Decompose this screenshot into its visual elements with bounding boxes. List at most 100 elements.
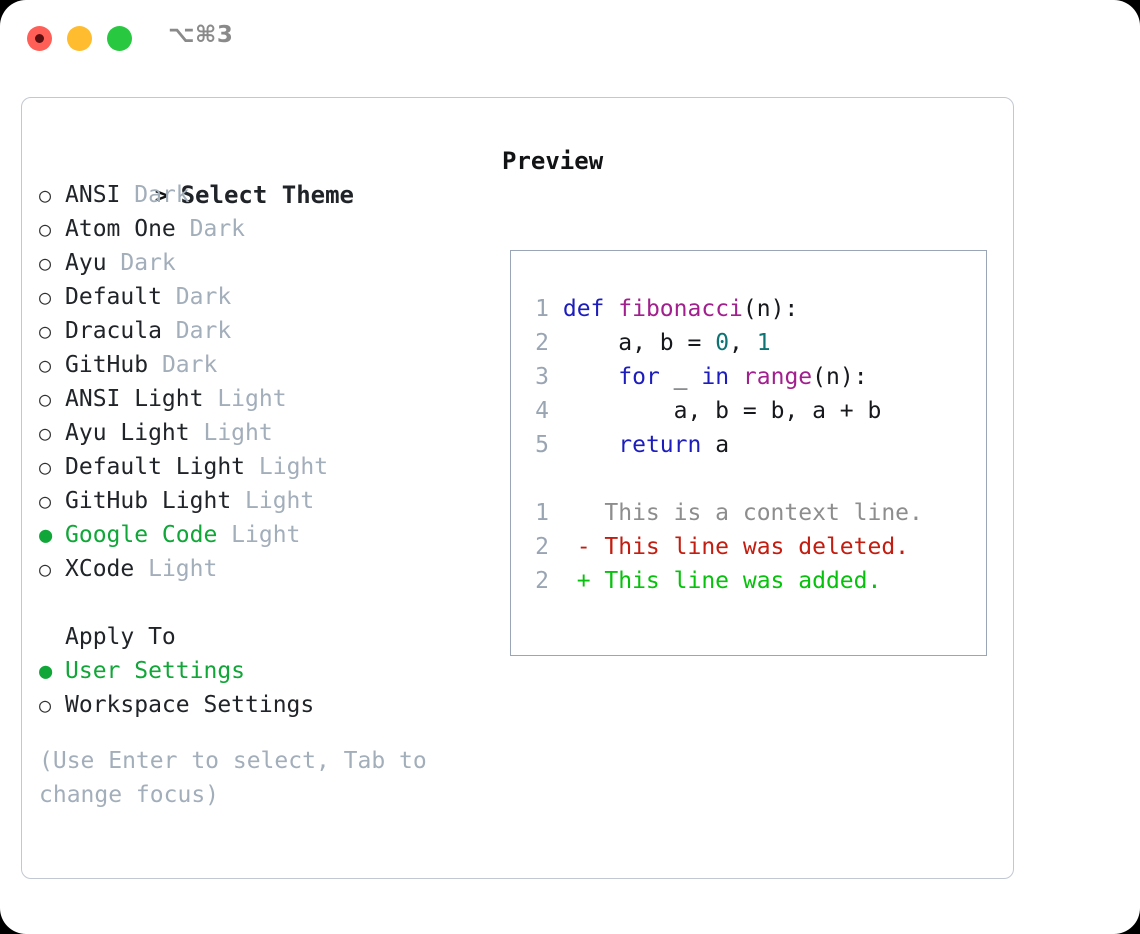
apply-to-list: ● User Settings ○Workspace Settings (39, 654, 494, 722)
code-line: 5 return a (525, 428, 986, 462)
code-token-plain (563, 432, 618, 458)
theme-variant-label: Dark (175, 284, 232, 310)
preview-column: Preview 1 def fibonacci(n):2 a, b = 0, 1… (502, 144, 992, 656)
code-token-plain: (n): (742, 296, 799, 322)
maximize-button[interactable] (107, 26, 132, 51)
theme-variant-label: Light (245, 488, 315, 514)
diff-marker (549, 500, 591, 526)
code-token-fn: fibonacci (618, 296, 743, 322)
radio-selected-icon: ● (39, 523, 53, 548)
code-token-kw: def (562, 296, 605, 322)
theme-name-label: Ayu (65, 250, 121, 276)
theme-list-item[interactable]: ○ANSI Light Light (39, 382, 494, 416)
theme-variant-label: Dark (175, 318, 232, 344)
code-token-kw: return (618, 432, 702, 458)
theme-list-item[interactable]: ○ANSI Dark (39, 178, 494, 212)
apply-to-label: Workspace Settings (65, 692, 315, 718)
theme-list-item[interactable]: ○GitHub Dark (39, 348, 494, 382)
minimize-button[interactable] (67, 26, 92, 51)
theme-list-item[interactable]: ○GitHub Light Light (39, 484, 494, 518)
theme-name-label: Ayu Light (65, 420, 204, 446)
code-token-plain: (n): (812, 364, 868, 390)
theme-variant-label: Light (231, 522, 301, 548)
theme-list-item[interactable]: ● Google Code Light (39, 518, 494, 552)
select-theme-heading: >Select Theme (39, 144, 494, 209)
code-diff-spacer (525, 462, 986, 496)
theme-list-item[interactable]: ○Ayu Light Light (39, 416, 494, 450)
theme-variant-label: Dark (134, 182, 190, 208)
theme-variant-label: Light (148, 556, 218, 582)
line-number: 5 (535, 432, 549, 458)
theme-list-item[interactable]: ○Dracula Dark (39, 314, 494, 348)
code-line: 4 a, b = b, a + b (525, 394, 986, 428)
theme-list-item[interactable]: ○ Atom One Dark (39, 212, 494, 246)
gutter-space (549, 364, 563, 390)
theme-list-item[interactable]: ○ Default Dark (39, 280, 494, 314)
diff-line: 2 + This line was added. (525, 564, 986, 598)
theme-variant-label: Dark (161, 352, 218, 378)
gutter-space (549, 398, 563, 424)
radio-unselected-icon: ○ (39, 319, 52, 343)
line-number: 2 (535, 534, 549, 560)
code-token-kw: for (618, 364, 660, 390)
theme-list: ○ANSI Dark○Atom One Dark○Ayu Dark○Defaul… (39, 178, 494, 586)
diff-sample: 1 This is a context line. 2 - This line w… (525, 496, 986, 598)
code-token-plain: a, b = (562, 330, 716, 356)
theme-name-label: GitHub Light (65, 488, 246, 514)
theme-list-item[interactable]: ○ XCode Light (39, 552, 494, 586)
code-token-plain (563, 364, 618, 390)
code-token-plain: a (701, 432, 730, 458)
line-number: 1 (535, 500, 549, 526)
list-spacer (39, 586, 494, 620)
diff-text: This is a context line. (590, 500, 923, 526)
diff-text: This line was added. (590, 568, 882, 594)
code-line: 2 a, b = 0, 1 (525, 326, 986, 360)
apply-to-heading: Apply To (65, 624, 176, 650)
radio-unselected-icon: ○ (39, 251, 52, 275)
theme-name-label: ANSI (65, 182, 135, 208)
select-theme-heading-label: Select Theme (180, 181, 354, 209)
code-token-kw: in (701, 364, 730, 390)
radio-unselected-icon: ○ (39, 217, 52, 241)
theme-name-label: XCode (65, 556, 149, 582)
diff-line: 2 - This line was deleted. (525, 530, 986, 564)
code-token-plain (604, 296, 618, 322)
theme-list-item[interactable]: ○ Ayu Dark (39, 246, 494, 280)
diff-marker: - (549, 534, 591, 560)
code-line: 3 for _ in range(n): (525, 360, 986, 394)
apply-to-label: User Settings (65, 658, 246, 684)
theme-name-label: Default Light (65, 454, 259, 480)
gutter-space (549, 432, 563, 458)
theme-list-item[interactable]: ○Default Light Light (39, 450, 494, 484)
theme-picker-panel: >Select Theme ○ANSI Dark○Atom One Dark○A… (21, 97, 1014, 879)
close-button[interactable] (27, 26, 52, 51)
apply-to-item[interactable]: ○Workspace Settings (39, 688, 494, 722)
theme-name-label: Default (65, 284, 176, 310)
radio-unselected-icon: ○ (39, 285, 52, 309)
code-token-plain: , (729, 330, 757, 356)
apply-to-item[interactable]: ● User Settings (39, 654, 494, 688)
code-token-num: 0 (715, 330, 730, 356)
theme-variant-label: Dark (189, 216, 246, 242)
line-number: 2 (535, 568, 549, 594)
theme-name-label: GitHub (65, 352, 162, 378)
theme-variant-label: Dark (120, 250, 176, 276)
preview-heading: Preview (502, 147, 604, 175)
gutter-space (549, 296, 563, 322)
theme-name-label: Google Code (65, 522, 232, 548)
theme-name-label: ANSI Light (65, 386, 218, 412)
radio-unselected-icon: ○ (39, 387, 52, 411)
title-bar: ⌥⌘3 (0, 0, 1140, 78)
line-number: 2 (535, 330, 549, 356)
theme-name-label: Atom One (65, 216, 190, 242)
diff-text: This line was deleted. (590, 534, 910, 560)
gutter-space (549, 330, 563, 356)
line-number: 4 (535, 398, 549, 424)
radio-selected-icon: ● (39, 659, 53, 684)
code-token-fn: range (742, 364, 813, 390)
radio-unselected-icon: ○ (39, 557, 52, 581)
